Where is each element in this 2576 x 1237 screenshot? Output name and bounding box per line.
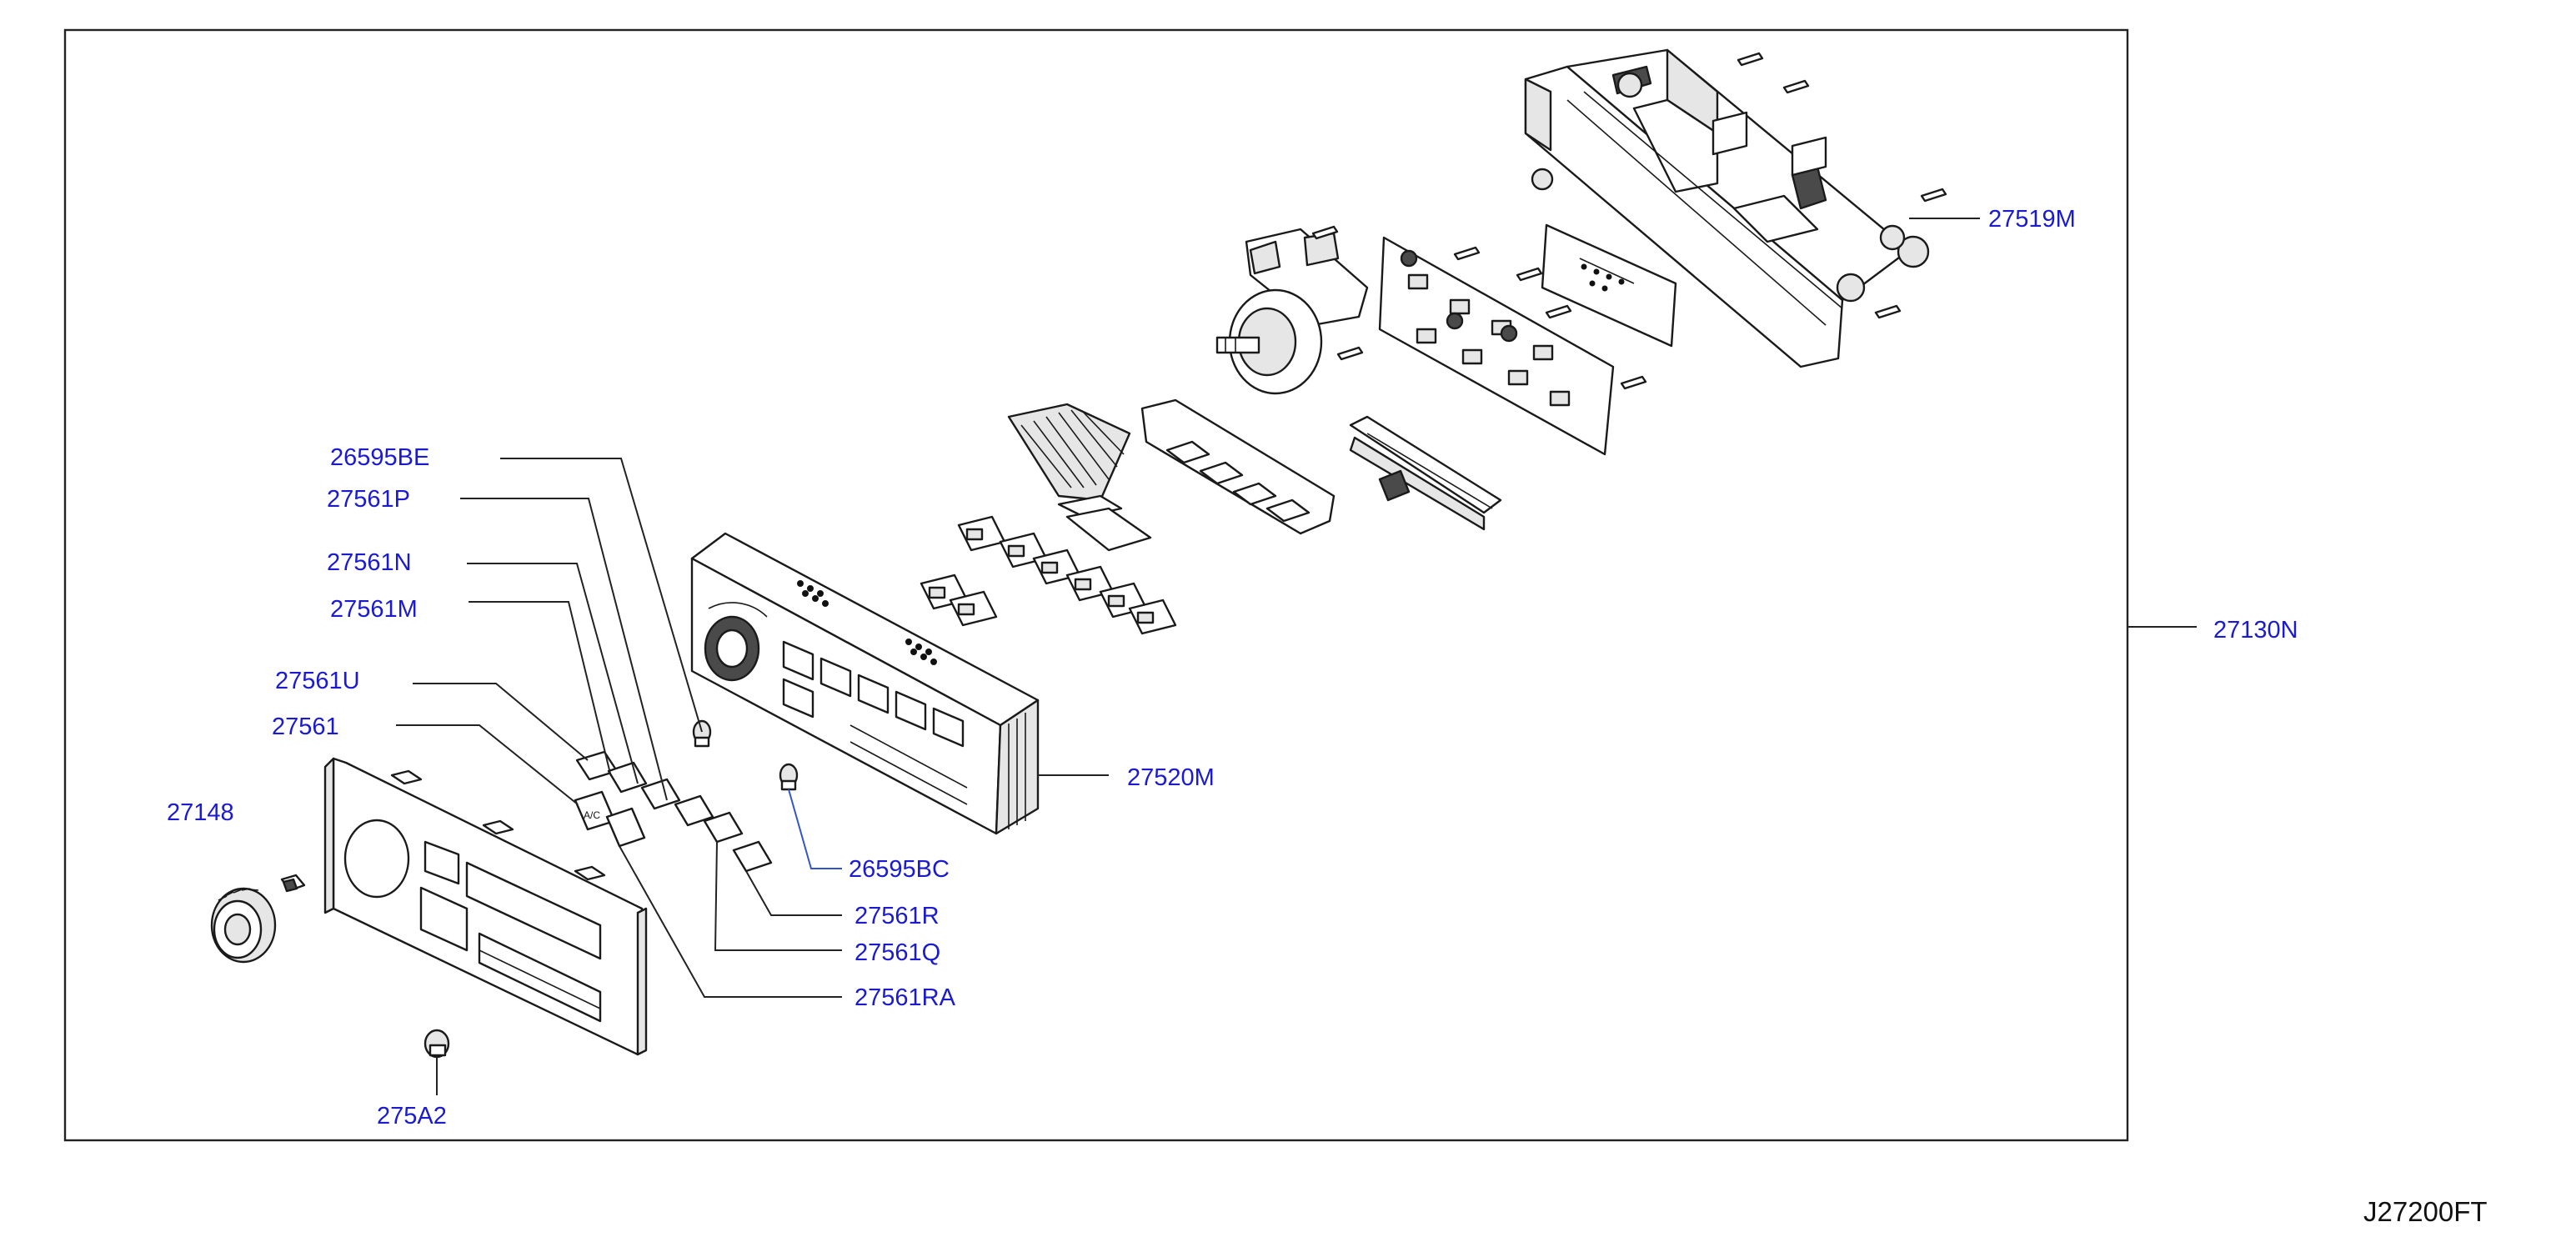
- label-27561ra: 27561RA: [854, 984, 956, 1011]
- label-27561p: 27561P: [327, 486, 410, 513]
- label-27561: 27561: [272, 714, 339, 740]
- circuit-board: [1378, 223, 1677, 456]
- drawing-code: J27200FT: [2363, 1196, 2488, 1227]
- part-27520m-panel: [690, 532, 1040, 835]
- label-26595bc: 26595BC: [849, 856, 950, 883]
- label-275a2: 275A2: [377, 1103, 447, 1129]
- shutter-part: [1007, 403, 1152, 552]
- bulb-26595bc: [779, 763, 799, 791]
- part-275a2-clip: [423, 1029, 450, 1059]
- lever-link: [1140, 398, 1336, 535]
- push-switches: [920, 515, 1177, 635]
- label-27561r: 27561R: [854, 903, 940, 929]
- label-27148: 27148: [167, 799, 234, 826]
- leader-lines: [396, 218, 2197, 1095]
- label-27561q: 27561Q: [854, 939, 940, 966]
- slide-strip: [1349, 415, 1502, 531]
- part-27148-knob: [210, 874, 306, 964]
- part-27519m-housing: [1524, 48, 1947, 368]
- label-27519m: 27519M: [1988, 206, 2076, 233]
- bulb-26595be: [692, 719, 712, 748]
- label-27130n: 27130N: [2213, 617, 2298, 644]
- label-27520m: 27520M: [1127, 764, 1215, 791]
- blower-switch: [1215, 225, 1369, 395]
- button-caps: A/C: [574, 750, 773, 873]
- label-27561u: 27561U: [275, 668, 360, 694]
- front-bezel: [323, 757, 648, 1056]
- label-26595be: 26595BE: [330, 444, 429, 471]
- assembly-frame: [63, 28, 2129, 1142]
- ac-button-mark: A/C: [584, 809, 600, 821]
- label-27561m: 27561M: [330, 596, 418, 623]
- label-27561n: 27561N: [327, 549, 412, 576]
